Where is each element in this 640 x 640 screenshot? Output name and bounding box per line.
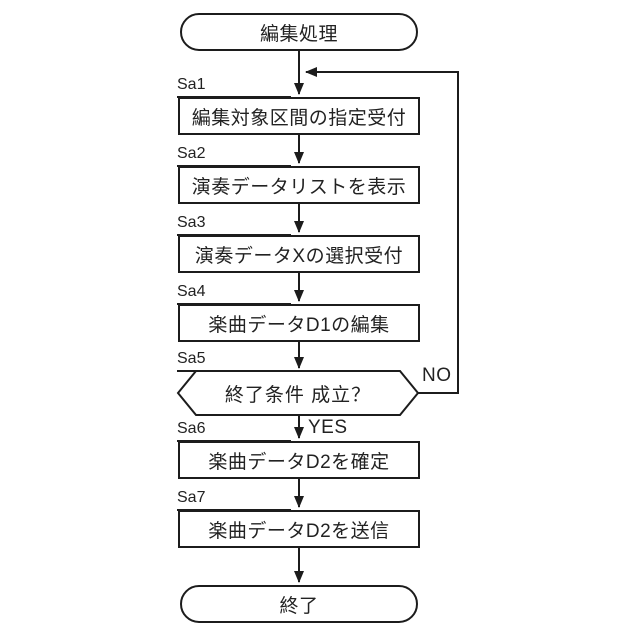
process-text-sa7: 楽曲データD2を送信 [208,520,390,542]
step-label-sa3: Sa3 [177,214,291,236]
terminal-start: 編集処理 [180,13,418,51]
process-box-sa6: 楽曲データD2を確定 [178,441,420,479]
decision-question: 終了条件 成立？ [224,384,372,406]
step-label-sa5: Sa5 [177,350,291,372]
step-label-sa7: Sa7 [177,489,291,511]
edge-no-loop [305,67,459,394]
step-label-sa2: Sa2 [177,145,291,167]
process-text-sa3: 演奏データXの選択受付 [194,245,404,267]
process-box-sa2: 演奏データリストを表示 [178,166,420,204]
terminal-end-text: 終了 [279,595,319,617]
step-label-sa4: Sa4 [177,283,291,305]
process-box-sa3: 演奏データXの選択受付 [178,235,420,273]
process-box-sa4: 楽曲データD1の編集 [178,304,420,342]
process-box-sa1: 編集対象区間の指定受付 [178,97,420,135]
edge-label-yes: YES [308,417,348,438]
edge-label-no: NO [422,365,452,386]
step-label-sa1: Sa1 [177,76,291,98]
process-text-sa2: 演奏データリストを表示 [191,176,407,198]
process-text-sa1: 編集対象区間の指定受付 [191,107,407,129]
process-text-sa4: 楽曲データD1の編集 [208,314,390,336]
terminal-end: 終了 [180,585,418,623]
process-text-sa6: 楽曲データD2を確定 [208,451,390,473]
step-label-sa6: Sa6 [177,420,291,442]
decision-text-sa5: 終了条件 成立？ [178,371,418,415]
terminal-start-text: 編集処理 [259,23,338,45]
process-box-sa7: 楽曲データD2を送信 [178,510,420,548]
